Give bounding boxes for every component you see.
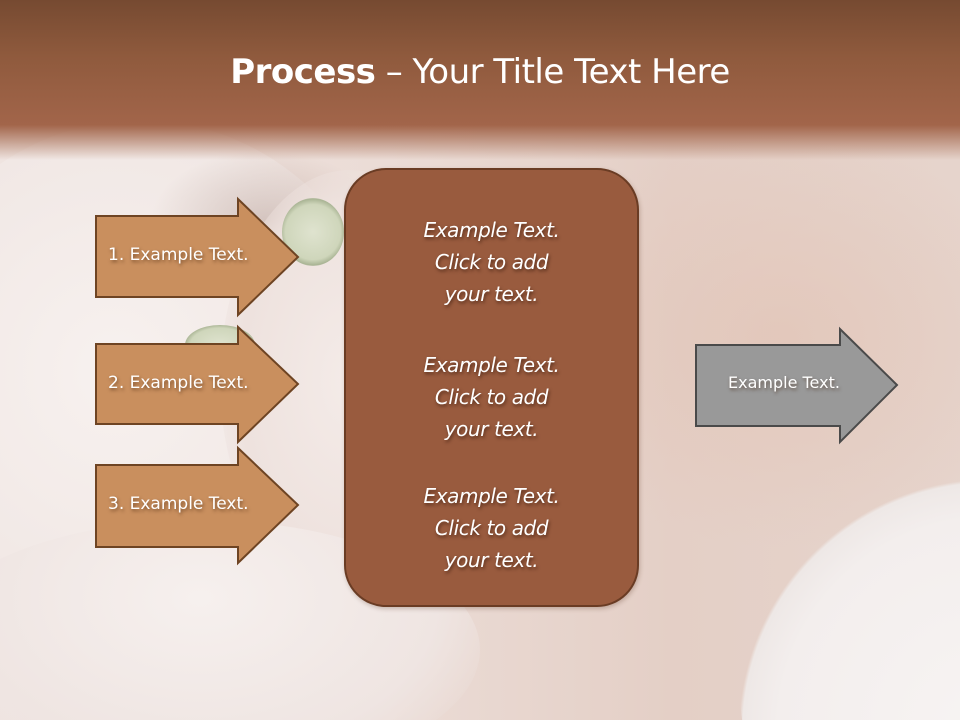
text-line: your text. <box>444 548 539 572</box>
text-line: your text. <box>444 417 539 441</box>
text-line: Example Text. <box>423 353 560 377</box>
arrow-right-icon <box>695 326 899 445</box>
step-arrow-3[interactable]: 3. Example Text. <box>95 445 300 566</box>
arrow-right-icon <box>95 324 300 445</box>
arrow-right-icon <box>95 196 300 318</box>
text-line: Click to add <box>434 385 549 409</box>
text-line: Click to add <box>434 516 549 540</box>
step-arrow-2[interactable]: 2. Example Text. <box>95 324 300 445</box>
title-rest: – Your Title Text Here <box>375 52 731 92</box>
title-bold: Process <box>230 52 376 92</box>
arrow-right-icon <box>95 445 300 566</box>
center-text-box[interactable]: Example Text. Click to add your text. Ex… <box>344 168 639 607</box>
step-label: 3. Example Text. <box>108 494 249 514</box>
text-line: Click to add <box>434 250 549 274</box>
step-label: 1. Example Text. <box>108 245 249 265</box>
text-block-3: Example Text. Click to add your text. <box>346 480 637 576</box>
slide-title[interactable]: Process – Your Title Text Here <box>0 52 960 92</box>
text-line: Example Text. <box>423 484 560 508</box>
text-block-1: Example Text. Click to add your text. <box>346 214 637 310</box>
title-bar: Process – Your Title Text Here <box>0 0 960 160</box>
text-line: your text. <box>444 282 539 306</box>
step-arrow-1[interactable]: 1. Example Text. <box>95 196 300 318</box>
result-arrow[interactable]: Example Text. <box>695 326 899 445</box>
result-label: Example Text. <box>728 373 840 392</box>
text-line: Example Text. <box>423 218 560 242</box>
step-label: 2. Example Text. <box>108 373 249 393</box>
text-block-2: Example Text. Click to add your text. <box>346 349 637 445</box>
